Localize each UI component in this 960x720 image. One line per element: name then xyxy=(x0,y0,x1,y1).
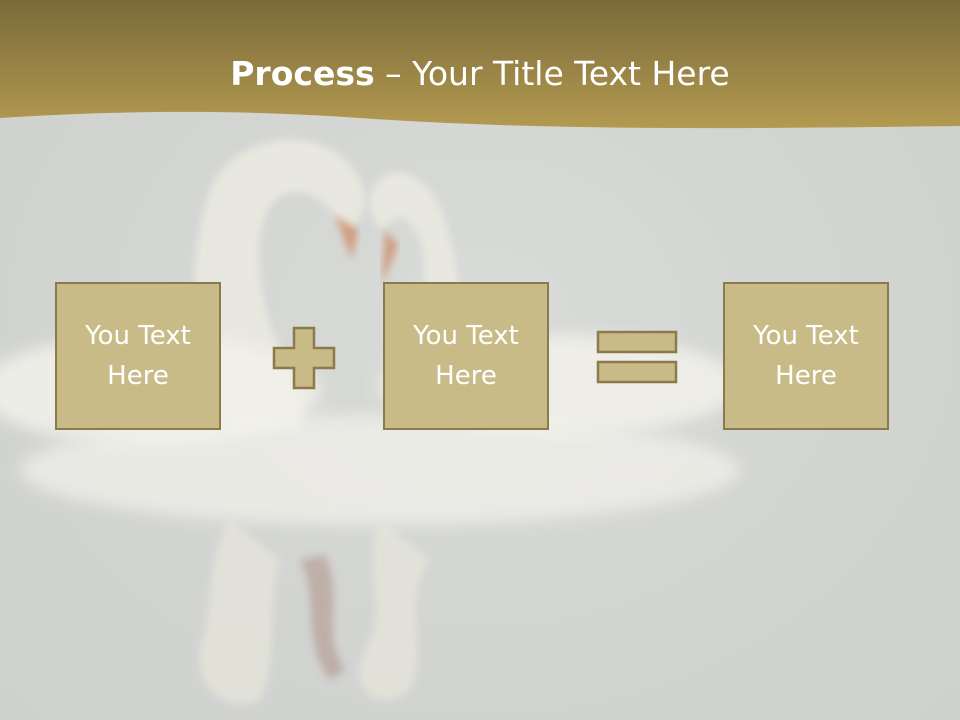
title-band xyxy=(0,0,960,129)
process-box-3[interactable]: You Text Here xyxy=(723,282,889,430)
title-dash: – xyxy=(374,54,413,93)
plus-icon xyxy=(272,326,336,390)
process-box-2-text: You Text Here xyxy=(413,321,519,391)
equals-icon xyxy=(596,330,678,384)
process-box-1-text: You Text Here xyxy=(85,321,191,391)
process-box-3-text: You Text Here xyxy=(753,321,859,391)
process-box-2[interactable]: You Text Here xyxy=(383,282,549,430)
title-rest: Your Title Text Here xyxy=(412,54,730,93)
process-box-1[interactable]: You Text Here xyxy=(55,282,221,430)
title-bold-part: Process xyxy=(230,54,375,93)
slide-title: Process – Your Title Text Here xyxy=(0,52,960,96)
